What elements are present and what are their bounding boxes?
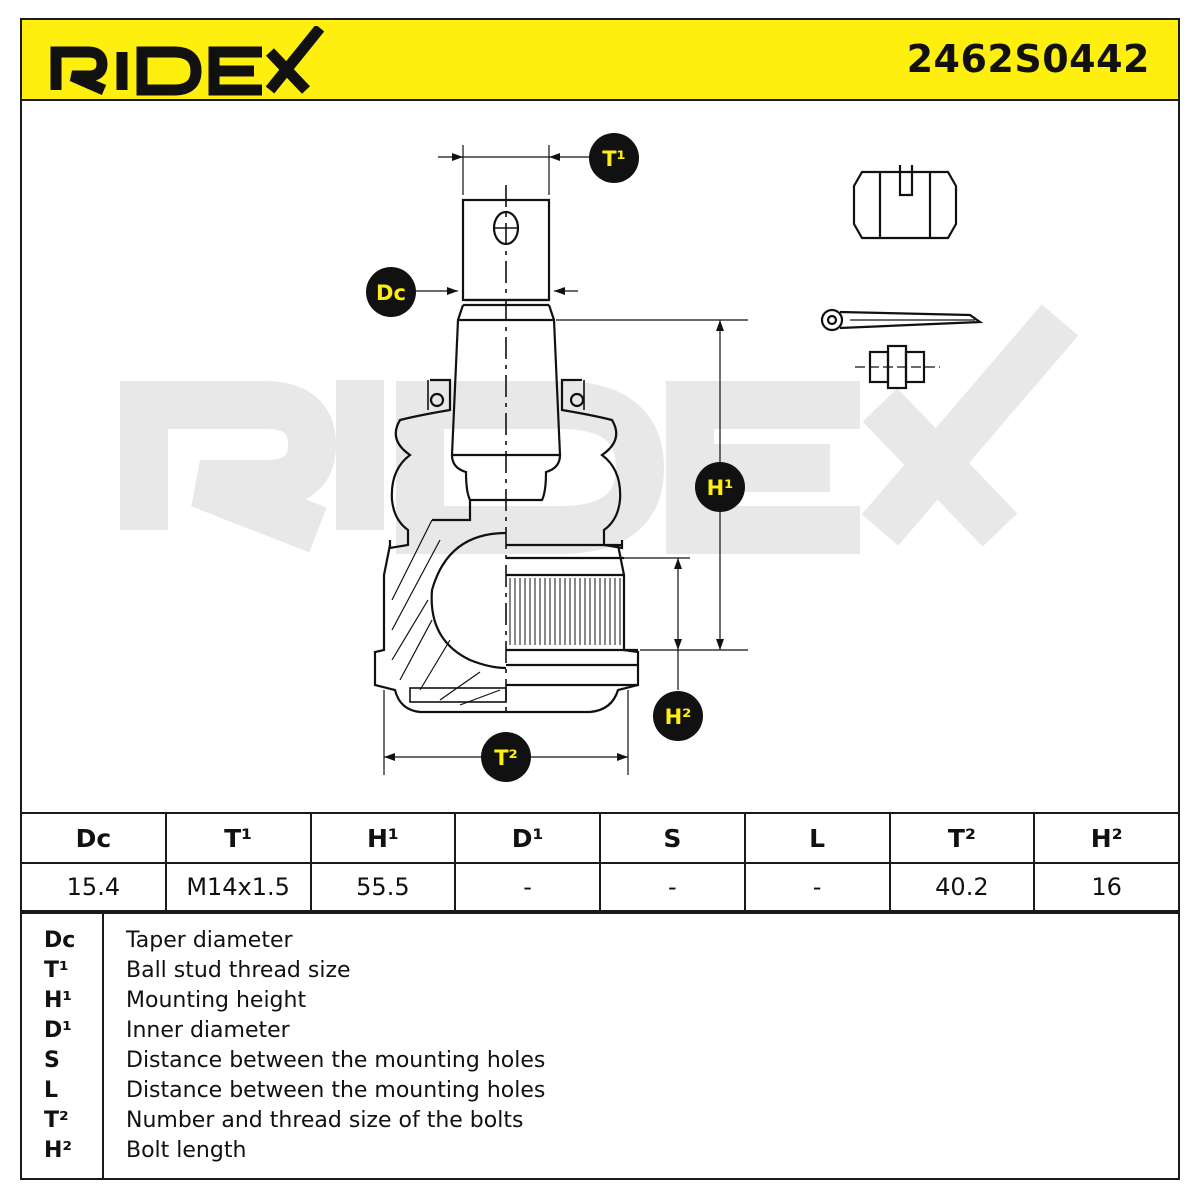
spec-header-cell: H¹ <box>309 812 457 864</box>
spec-header-cell: D¹ <box>454 812 601 864</box>
spec-value-cell: - <box>454 862 601 912</box>
legend-code: T² <box>44 1108 69 1133</box>
header-bar: 2462S0442 <box>20 18 1180 101</box>
legend-description: Ball stud thread size <box>126 958 351 983</box>
spec-value-cell: 15.4 <box>20 862 167 912</box>
housing <box>373 544 640 714</box>
legend-row: Dc Taper diameter <box>22 928 1178 958</box>
legend-code: H¹ <box>44 988 73 1013</box>
ridex-logo <box>50 26 324 96</box>
legend-description: Number and thread size of the bolts <box>126 1108 524 1133</box>
spec-value-cell: 40.2 <box>888 862 1036 912</box>
legend-code: D¹ <box>44 1018 72 1043</box>
ball <box>430 531 507 670</box>
legend-row: L Distance between the mounting holes <box>22 1078 1178 1108</box>
dust-boot-left <box>388 378 452 550</box>
legend-description: Distance between the mounting holes <box>126 1078 546 1103</box>
grease-fitting <box>855 344 940 390</box>
technical-drawing: T¹ Dc H¹ H² T² <box>120 133 1079 782</box>
legend-row: D¹ Inner diameter <box>22 1018 1178 1048</box>
legend-code: T¹ <box>44 958 69 983</box>
spec-table-value-row: 15.4 M14x1.5 55.5 - - - 40.2 16 <box>20 862 1180 912</box>
spec-value-cell: - <box>599 862 746 912</box>
spec-header-cell: T² <box>888 812 1036 864</box>
stud-neck <box>450 454 562 502</box>
svg-text:H¹: H¹ <box>707 476 734 500</box>
legend-row: H¹ Mounting height <box>22 988 1178 1018</box>
callout-h2: H² <box>653 691 703 741</box>
knurled-section <box>509 578 621 645</box>
spec-table: Dc T¹ H¹ D¹ S L T² H² 15.4 M14x1.5 55.5 … <box>20 812 1180 912</box>
legend-box: Dc Taper diameter T¹ Ball stud thread si… <box>20 912 1180 1180</box>
callout-dc: Dc <box>366 267 416 317</box>
cotter-pin <box>820 308 984 332</box>
spec-header-cell: H² <box>1033 812 1180 864</box>
part-number: 2462S0442 <box>906 37 1150 81</box>
legend-description: Mounting height <box>126 988 307 1013</box>
legend-row: T² Number and thread size of the bolts <box>22 1108 1178 1138</box>
legend-description: Taper diameter <box>126 928 293 953</box>
legend-code: Dc <box>44 928 76 953</box>
legend-divider <box>102 914 104 1178</box>
spec-value-cell: - <box>743 862 891 912</box>
section-hatch <box>391 519 501 706</box>
callout-t1: T¹ <box>589 133 639 183</box>
svg-text:H²: H² <box>665 705 692 729</box>
castle-nut <box>852 165 958 240</box>
legend-code: H² <box>44 1138 73 1163</box>
spec-value-cell: 55.5 <box>309 862 457 912</box>
legend-row: S Distance between the mounting holes <box>22 1048 1178 1078</box>
spec-table-header-row: Dc T¹ H¹ D¹ S L T² H² <box>20 812 1180 864</box>
callout-t2: T² <box>481 732 531 782</box>
spec-header-cell: S <box>599 812 746 864</box>
spec-header-cell: T¹ <box>164 812 312 864</box>
dimension-arrows <box>384 153 724 761</box>
legend-row: T¹ Ball stud thread size <box>22 958 1178 988</box>
spec-value-cell: M14x1.5 <box>164 862 312 912</box>
svg-text:T¹: T¹ <box>602 147 626 171</box>
legend-description: Inner diameter <box>126 1018 290 1043</box>
svg-text:T²: T² <box>494 746 518 770</box>
legend-description: Bolt length <box>126 1138 247 1163</box>
legend-row: H² Bolt length <box>22 1138 1178 1168</box>
legend-code: S <box>44 1048 60 1073</box>
callout-h1: H¹ <box>695 462 745 512</box>
spec-value-cell: 16 <box>1033 862 1180 912</box>
spec-header-cell: L <box>743 812 891 864</box>
svg-text:Dc: Dc <box>376 281 406 305</box>
stud-taper <box>450 304 562 457</box>
spec-header-cell: Dc <box>20 812 167 864</box>
legend-description: Distance between the mounting holes <box>126 1048 546 1073</box>
legend-code: L <box>44 1078 59 1103</box>
